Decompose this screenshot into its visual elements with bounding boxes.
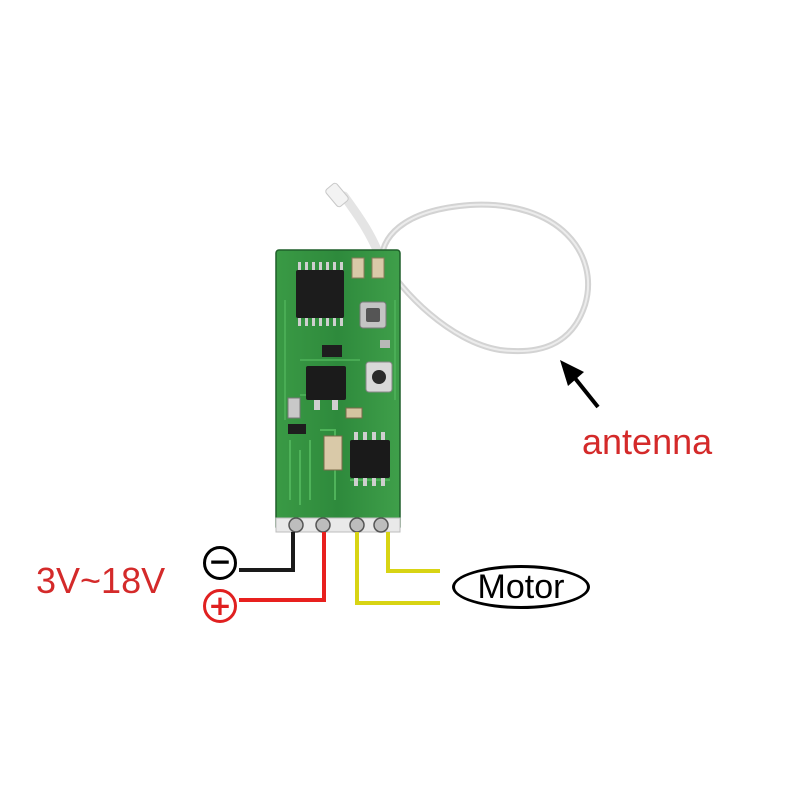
voltage-label: 3V~18V xyxy=(36,560,166,601)
pcb-board xyxy=(275,249,401,533)
motor-wire-2 xyxy=(386,532,440,573)
negative-wire xyxy=(239,532,295,572)
arrow-icon xyxy=(560,360,600,409)
voltage-regulator xyxy=(306,366,346,410)
ic-chip-driver xyxy=(350,432,390,486)
minus-icon: − xyxy=(203,546,237,580)
antenna-label: antenna xyxy=(582,421,713,462)
positive-wire xyxy=(239,532,326,602)
plus-icon: + xyxy=(203,589,237,623)
ic-chip-main xyxy=(296,262,344,326)
motor-wire-1 xyxy=(355,532,440,605)
push-button xyxy=(365,361,393,393)
motor-label: Motor xyxy=(452,565,590,609)
screw-terminals xyxy=(288,517,389,533)
